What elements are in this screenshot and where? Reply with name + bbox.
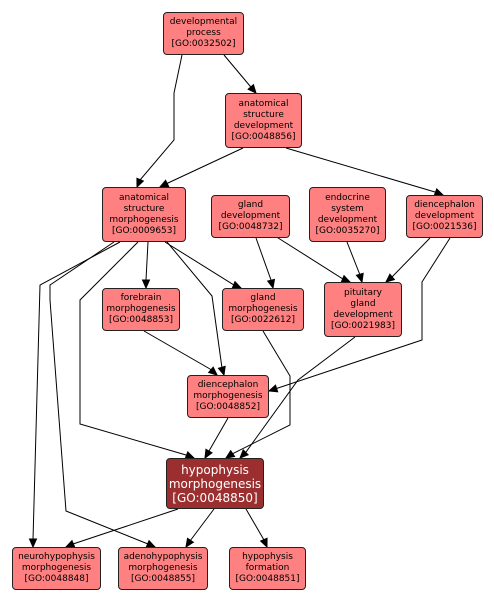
node-label-line: developmental	[169, 17, 238, 27]
edge-arrowhead	[136, 177, 145, 189]
edge-line	[159, 147, 244, 188]
node-label-line: morphogenesis	[109, 214, 179, 225]
node-label-line: [GO:0022612]	[230, 315, 296, 325]
edge-arrowhead	[28, 538, 38, 549]
edge-arrowhead	[204, 448, 213, 460]
edge-line	[164, 241, 242, 289]
edge-arrowhead	[355, 272, 364, 284]
edge-line	[136, 54, 183, 188]
edge-arrowhead	[385, 273, 396, 283]
edge-line	[385, 237, 431, 283]
node-label-line: [GO:0048852]	[195, 402, 261, 412]
edge-line	[143, 330, 218, 376]
node-label-line: adenohypophysis	[123, 552, 203, 562]
edge-arrowhead	[266, 278, 276, 290]
node-label-line: [GO:0048856]	[231, 131, 296, 142]
node-label-line: diencephalon	[414, 200, 475, 210]
edge-arrowhead	[158, 179, 170, 188]
edge-line	[65, 508, 179, 548]
edge-arrowhead	[224, 449, 236, 459]
node-label-line: [GO:0035270]	[315, 225, 380, 236]
edge-arrowhead	[207, 366, 218, 376]
edge-arrowhead	[247, 83, 257, 94]
node-label-line: [GO:0009653]	[111, 225, 177, 236]
node-label-line: formation	[245, 563, 290, 573]
node-label-line: diencephalon	[197, 380, 259, 390]
node-label-line: system	[331, 203, 364, 214]
node-label-line: [GO:0048853]	[108, 315, 174, 325]
edge-line	[274, 235, 351, 283]
node-label-line: development	[317, 214, 378, 225]
node-label-line: hypophysis	[242, 552, 293, 562]
node-label-line: morphogenesis	[106, 304, 176, 314]
edge-arrowhead	[267, 384, 279, 393]
node-label-line: pituitary	[343, 287, 383, 298]
node-label-line: development	[220, 211, 281, 221]
node-label-line: morphogenesis	[168, 476, 262, 491]
node-label-line: gland	[237, 200, 264, 210]
node-label-line: [GO:0021983]	[330, 320, 396, 331]
node-label-line: morphogenesis	[128, 563, 198, 573]
node-label-line: [GO:0048850]	[172, 490, 258, 505]
node-label-line: anatomical	[238, 98, 289, 109]
node-label-line: morphogenesis	[228, 304, 298, 314]
node-label-line: [GO:0048848]	[24, 574, 89, 584]
node-label-line: [GO:0048851]	[235, 574, 300, 584]
node-label-line: [GO:0032502]	[171, 39, 236, 49]
node-label-line: endocrine	[325, 192, 370, 203]
edge-arrowhead	[259, 537, 268, 549]
node-label-line: morphogenesis	[21, 563, 92, 573]
node-label-line: morphogenesis	[193, 391, 263, 401]
node-label-line: structure	[243, 109, 284, 120]
node-label-line: [GO:0048732]	[218, 222, 283, 232]
node-label-line: development	[233, 120, 294, 131]
node-label-line: gland	[250, 293, 276, 303]
edge-arrowhead	[239, 448, 250, 459]
node-label-line: structure	[123, 203, 165, 214]
node-label-line: process	[186, 28, 221, 38]
node-label-line: forebrain	[120, 293, 162, 303]
edge-arrowhead	[185, 537, 195, 549]
node-label-line: [GO:0021536]	[412, 222, 477, 232]
node-label-line: development	[414, 211, 475, 221]
edge-arrowhead	[141, 279, 151, 290]
node-label-line: anatomical	[118, 192, 169, 203]
node-label-line: gland	[350, 298, 376, 309]
node-label-line: neurohypophysis	[18, 552, 95, 562]
node-label-line: hypophysis	[181, 462, 249, 477]
node-label-line: [GO:0048855]	[130, 574, 196, 584]
node-label-line: development	[333, 309, 393, 320]
edge-arrowhead	[217, 365, 226, 377]
